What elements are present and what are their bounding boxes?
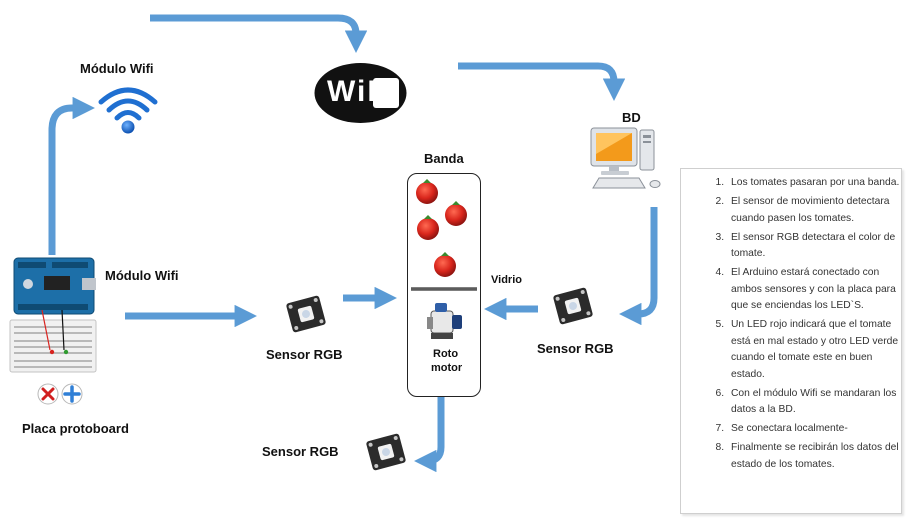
tomatoes <box>416 179 467 277</box>
label-sensor-rgb-bottom: Sensor RGB <box>262 444 339 459</box>
arrow-wifi-logo-to-bd <box>458 62 626 101</box>
tomato <box>434 255 456 277</box>
arrow-top-to-wifi-logo <box>150 14 368 53</box>
label-roto-motor-line2: motor <box>431 362 463 374</box>
step-item: El sensor RGB detectara el color de toma… <box>727 230 901 263</box>
label-modulo-wifi-top: Módulo Wifi <box>80 61 154 76</box>
arrow-arduino-to-wifi-module <box>48 96 95 255</box>
step-item: Los tomates pasaran por una banda. <box>727 175 901 192</box>
label-modulo-wifi-mid: Módulo Wifi <box>105 268 179 283</box>
tomato <box>445 204 467 226</box>
label-roto-motor-line1: Roto <box>433 348 459 360</box>
arrow-banda-to-sensor-bottom <box>414 395 445 473</box>
label-sensor-rgb-right: Sensor RGB <box>537 341 614 356</box>
steps-notes-box: Los tomates pasaran por una banda. El se… <box>680 168 902 514</box>
step-item: El Arduino estará conectado con ambos se… <box>727 265 901 315</box>
tomato <box>417 218 439 240</box>
banda-contents <box>411 179 477 339</box>
wifi-signal-icon <box>98 87 158 134</box>
label-placa-protoboard: Placa protoboard <box>22 421 129 436</box>
sensor-rgb-icon-left <box>286 295 326 333</box>
label-sensor-rgb-left: Sensor RGB <box>266 347 343 362</box>
wifi-logo: WiFi <box>313 62 408 124</box>
banda-belt <box>407 173 481 397</box>
label-vidrio: Vidrio <box>491 274 522 286</box>
tomato <box>416 182 438 204</box>
step-item: Con el módulo Wifi se mandaran los datos… <box>727 386 901 419</box>
step-item: Se conectara localmente- <box>727 421 901 438</box>
step-item: Un LED rojo indicará que el tomate está … <box>727 317 901 383</box>
steps-list: Los tomates pasaran por una banda. El se… <box>681 175 901 473</box>
wifi-logo-text: WiFi <box>327 75 399 108</box>
wifi-logo-badge <box>314 63 407 123</box>
step-item: Finalmente se recibirán los datos del es… <box>727 440 901 473</box>
arduino-protoboard-icon <box>9 257 97 405</box>
sensor-rgb-icon-bottom <box>366 433 406 471</box>
computer-icon <box>590 127 661 189</box>
label-banda: Banda <box>424 151 464 166</box>
arrow-bd-to-sensor-right <box>619 207 658 326</box>
roto-motor-icon <box>427 303 462 339</box>
label-bd: BD <box>622 110 641 125</box>
sensor-rgb-icon-right <box>553 287 593 325</box>
step-item: El sensor de movimiento detectara cuando… <box>727 194 901 227</box>
